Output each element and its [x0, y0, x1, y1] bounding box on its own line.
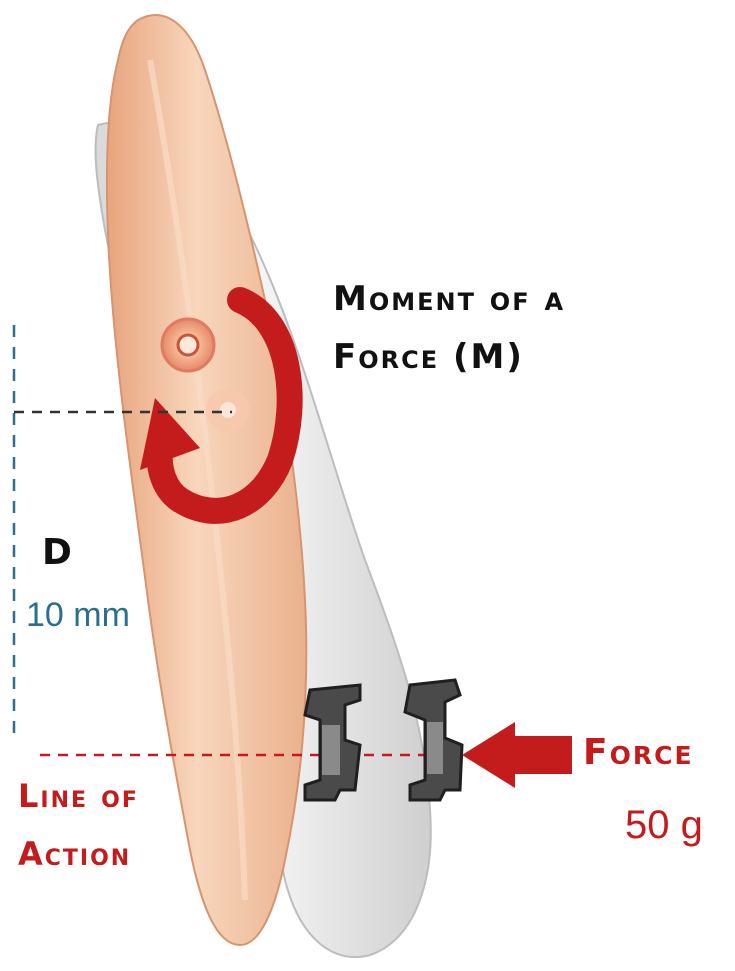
force-arrow-icon [462, 722, 572, 788]
line-of-action-label-line1: Line of [18, 780, 139, 812]
moment-title-line2: Force (M) [333, 340, 524, 374]
force-label: Force [583, 735, 694, 771]
center-of-resistance-inner [178, 335, 198, 355]
force-value: 50 g [625, 805, 703, 845]
center-of-rotation-inner [220, 402, 236, 418]
line-of-action-label-line2: Action [18, 838, 131, 870]
distance-value: 10 mm [26, 598, 130, 632]
distance-label: D [42, 535, 74, 571]
moment-title-line1: Moment of a [333, 282, 565, 316]
